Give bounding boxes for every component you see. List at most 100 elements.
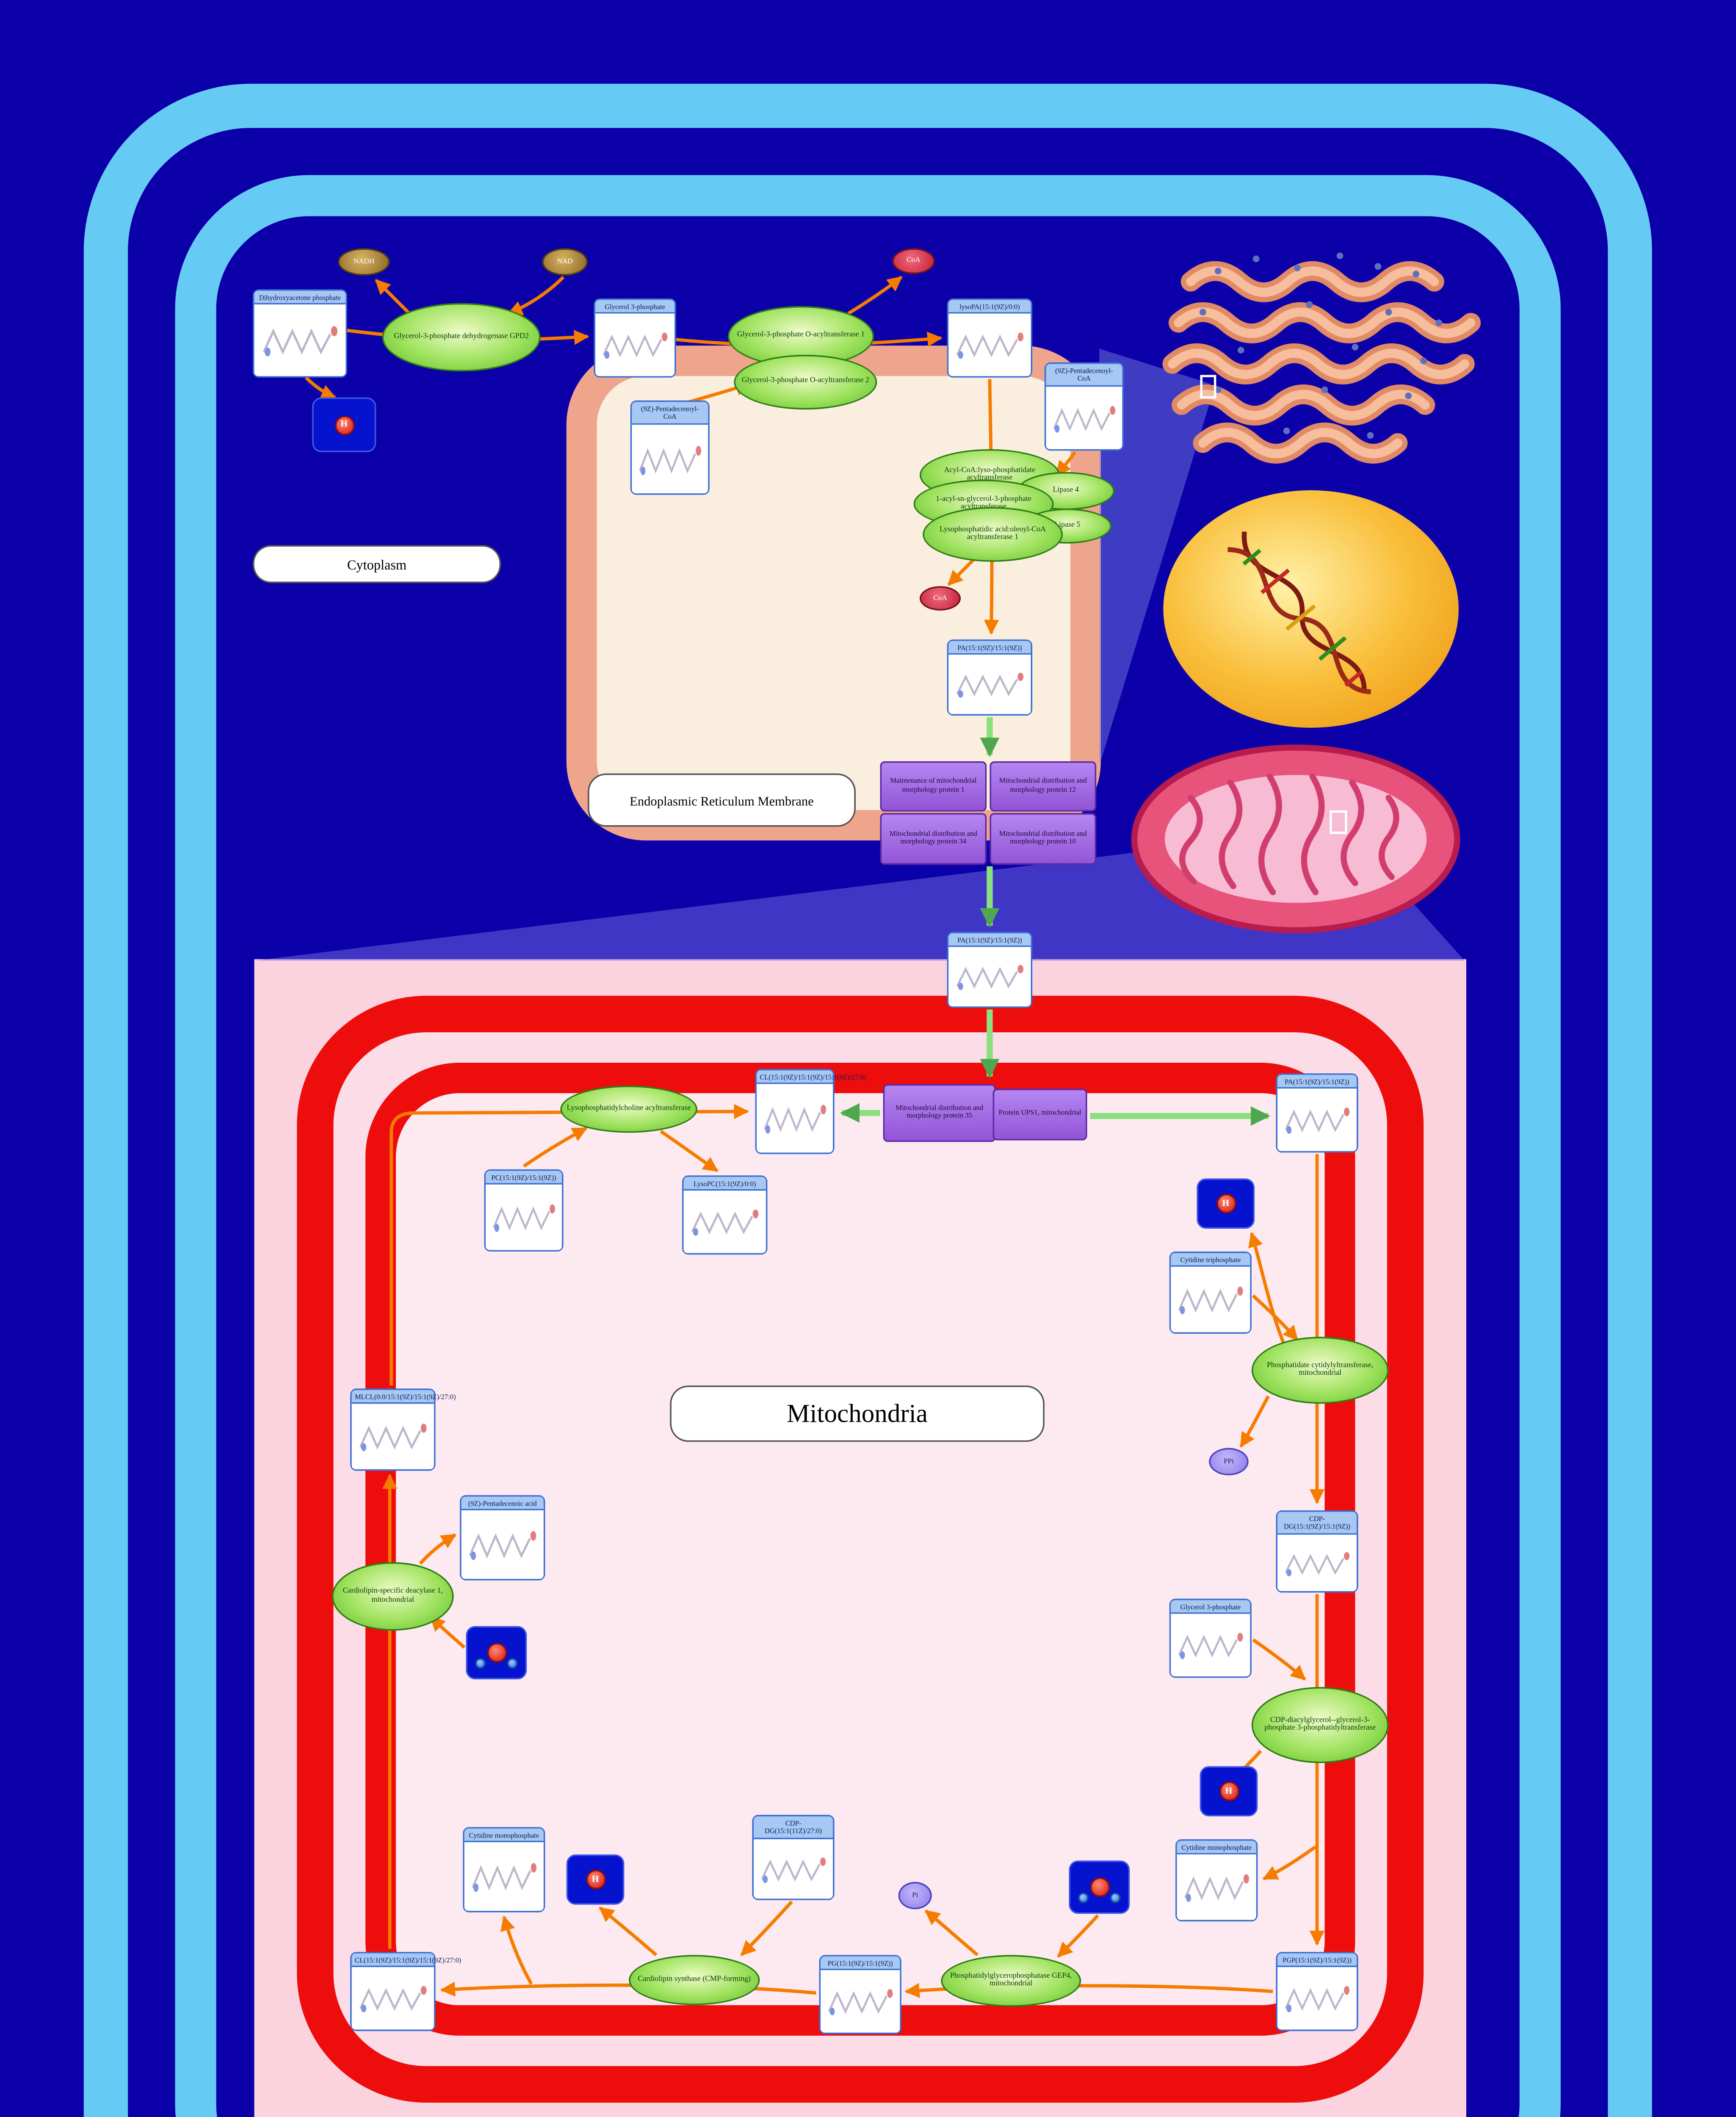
chemical-structure-icon xyxy=(821,1971,900,2033)
chemical-structure-icon xyxy=(464,1843,544,1911)
pi-node[interactable]: Pi xyxy=(898,1882,932,1910)
hydrogen-atom-icon xyxy=(1078,1892,1089,1903)
chemical-structure-icon xyxy=(254,305,346,376)
chemical-structure-icon xyxy=(948,947,1031,1006)
chemical-structure-icon xyxy=(632,424,708,494)
metabolite-name: PA(15:1(9Z)/15:1(9Z)) xyxy=(948,641,1031,655)
enzyme-cls[interactable]: Cardiolipin synthase (CMP-forming) xyxy=(629,1955,760,2005)
enzyme-pgps[interactable]: CDP-diacylglycerol--glycerol-3-phosphate… xyxy=(1251,1687,1389,1763)
metabolite-name: CL(15:1(9Z)/15:1(9Z)/15:1(9Z)/27:0) xyxy=(351,1953,461,1968)
metabolite-cl-bottom[interactable]: CL(15:1(9Z)/15:1(9Z)/15:1(9Z)/27:0) xyxy=(350,1952,461,2031)
chemical-structure-icon xyxy=(461,1511,544,1579)
metabolite-pentadecenoyl-coa-right[interactable]: (9Z)-Pentadecenoyl-CoA xyxy=(1044,362,1124,451)
chemical-structure-icon xyxy=(1171,1614,1250,1677)
metabolite-name: LysoPC(15:1(9Z)/0:0) xyxy=(683,1177,766,1191)
metabolite-name: Cytidine triphosphate xyxy=(1171,1253,1250,1267)
chemical-structure-icon xyxy=(948,655,1031,714)
hydrogen-atom-icon xyxy=(1110,1892,1121,1903)
metabolite-dhap[interactable]: Dihydroxyacetone phosphate xyxy=(252,289,347,378)
er-organelle-icon xyxy=(1162,252,1481,464)
protein-mdm34[interactable]: Mitochondrial distribution and morpholog… xyxy=(880,813,987,865)
protein-mdm35[interactable]: Mitochondrial distribution and morpholog… xyxy=(883,1084,996,1142)
protein-mmm1[interactable]: Maintenance of mitochondrial morphology … xyxy=(880,761,987,812)
chemical-structure-icon xyxy=(1277,1968,1357,2030)
metabolite-cdpdg[interactable]: CDP-DG(15:1(9Z)/15:1(9Z)) xyxy=(1276,1510,1358,1593)
nucleus-icon xyxy=(1163,490,1459,728)
metabolite-cmp-left[interactable]: Cytidine monophosphate xyxy=(463,1827,545,1912)
enzyme-lpcat[interactable]: Lysophosphatidylcholine acyltransferase xyxy=(560,1085,697,1133)
compartment-label-er: Endoplasmic Reticulum Membrane xyxy=(588,773,856,827)
metabolite-pg[interactable]: PG(15:1(9Z)/15:1(9Z)) xyxy=(819,1955,901,2034)
metabolite-name: CDP-DG(15:1(11Z)/27:0) xyxy=(754,1816,833,1839)
nad-node[interactable]: NAD xyxy=(542,248,588,276)
hydrogen-ion[interactable]: H xyxy=(1200,1766,1258,1817)
coa-node[interactable]: CoA xyxy=(919,586,961,611)
metabolite-cmp-right[interactable]: Cytidine monophosphate xyxy=(1175,1839,1258,1922)
metabolite-pentadecenoyl-coa-left[interactable]: (9Z)-Pentadecenoyl-CoA xyxy=(630,400,710,495)
hydrogen-ion[interactable]: H xyxy=(312,397,376,453)
chemical-structure-icon xyxy=(757,1084,833,1153)
water-molecule[interactable] xyxy=(466,1626,527,1680)
er-zoom-projection xyxy=(1099,348,1211,766)
metabolite-name: MLCL(0:0/15:1(9Z)/15:1(9Z)/27:0) xyxy=(351,1390,456,1404)
metabolite-pc[interactable]: PC(15:1(9Z)/15:1(9Z)) xyxy=(484,1169,564,1252)
metabolite-cdpdg2[interactable]: CDP-DG(15:1(11Z)/27:0) xyxy=(752,1815,835,1900)
metabolite-mlcl[interactable]: MLCL(0:0/15:1(9Z)/15:1(9Z)/27:0) xyxy=(350,1388,456,1471)
metabolite-name: Glycerol 3-phosphate xyxy=(1171,1600,1250,1614)
hydrogen-ion[interactable]: H xyxy=(566,1854,625,1905)
metabolite-lysopc[interactable]: LysoPC(15:1(9Z)/0:0) xyxy=(682,1175,768,1255)
mito-zoom-source-box xyxy=(1330,810,1347,834)
metabolite-pa-transfer[interactable]: PA(15:1(9Z)/15:1(9Z)) xyxy=(947,931,1033,1008)
chemical-structure-icon xyxy=(1177,1854,1256,1920)
metabolite-pa-er[interactable]: PA(15:1(9Z)/15:1(9Z)) xyxy=(947,639,1033,716)
chemical-structure-icon xyxy=(1046,386,1122,449)
metabolite-lysopa[interactable]: lysoPA(15:1(9Z)/0:0) xyxy=(947,298,1033,378)
metabolite-name: Cytidine monophosphate xyxy=(1177,1841,1256,1855)
metabolite-name: lysoPA(15:1(9Z)/0:0) xyxy=(948,300,1031,314)
enzyme-gep4[interactable]: Phosphatidylglycerophosphatase GEP4, mit… xyxy=(941,1955,1081,2007)
protein-mdm10[interactable]: Mitochondrial distribution and morpholog… xyxy=(990,813,1097,865)
enzyme-pct[interactable]: Phosphatidate cytidylyltransferase, mito… xyxy=(1251,1337,1389,1404)
coa-node[interactable]: CoA xyxy=(892,248,935,274)
compartment-label-cytoplasm: Cytoplasm xyxy=(252,545,501,583)
chemical-structure-icon xyxy=(1277,1534,1357,1591)
chemical-structure-icon xyxy=(595,314,675,376)
ppi-node[interactable]: PPi xyxy=(1209,1448,1249,1476)
protein-ups1[interactable]: Protein UPS1, mitochondrial xyxy=(992,1089,1087,1141)
metabolite-pentadecenoic-acid[interactable]: (9Z)-Pentadecenoic acid xyxy=(459,1495,545,1581)
metabolite-pa-mito[interactable]: PA(15:1(9Z)/15:1(9Z)) xyxy=(1276,1073,1358,1153)
enzyme-cld1[interactable]: Cardiolipin-specific deacylase 1, mitoch… xyxy=(332,1562,454,1631)
water-molecule[interactable] xyxy=(1069,1860,1130,1914)
cell-membrane-inner xyxy=(175,175,1561,2117)
chemical-structure-icon xyxy=(351,1968,434,2030)
chemical-structure-icon xyxy=(486,1185,562,1250)
nadh-node[interactable]: NADH xyxy=(338,248,390,276)
metabolite-cl-top[interactable]: CL(15:1(9Z)/15:1(9Z)/15:1(9Z)/27:0) xyxy=(755,1069,866,1154)
metabolite-g3p-er[interactable]: Glycerol 3-phosphate xyxy=(594,298,676,378)
metabolite-g3p-mito[interactable]: Glycerol 3-phosphate xyxy=(1169,1598,1252,1678)
er-zoom-source-box xyxy=(1200,375,1216,399)
chemical-structure-icon xyxy=(754,1838,833,1899)
metabolite-pgp[interactable]: PGP(15:1(9Z)/15:1(9Z)) xyxy=(1276,1952,1358,2031)
cell-membrane-outer xyxy=(83,83,1652,2117)
metabolite-ctp[interactable]: Cytidine triphosphate xyxy=(1169,1251,1252,1334)
oxygen-atom-icon xyxy=(1089,1877,1109,1897)
metabolite-name: Dihydroxyacetone phosphate xyxy=(254,290,346,305)
metabolite-name: (9Z)-Pentadecenoyl-CoA xyxy=(1046,364,1122,386)
hydrogen-atom-icon xyxy=(507,1658,518,1669)
enzyme-loa1[interactable]: Lysophosphatidic acid:oleoyl-CoA acyltra… xyxy=(923,507,1063,562)
metabolite-name: PG(15:1(9Z)/15:1(9Z)) xyxy=(821,1956,900,1971)
enzyme-gpd2[interactable]: Glycerol-3-phosphate dehydrogenase GPD2 xyxy=(382,303,541,372)
metabolite-name: PC(15:1(9Z)/15:1(9Z)) xyxy=(486,1171,562,1185)
protein-mdm12[interactable]: Mitochondrial distribution and morpholog… xyxy=(990,761,1097,812)
enzyme-gpat2[interactable]: Glycerol-3-phosphate O-acyltransferase 2 xyxy=(734,354,877,410)
mitochondrion-icon xyxy=(1131,744,1460,934)
metabolite-name: PA(15:1(9Z)/15:1(9Z)) xyxy=(948,933,1031,948)
chemical-structure-icon xyxy=(1277,1089,1357,1151)
metabolite-name: CDP-DG(15:1(9Z)/15:1(9Z)) xyxy=(1277,1512,1357,1534)
chemical-structure-icon xyxy=(683,1191,766,1253)
dna-helix-icon xyxy=(1227,531,1371,694)
hydrogen-ion[interactable]: H xyxy=(1197,1178,1255,1229)
